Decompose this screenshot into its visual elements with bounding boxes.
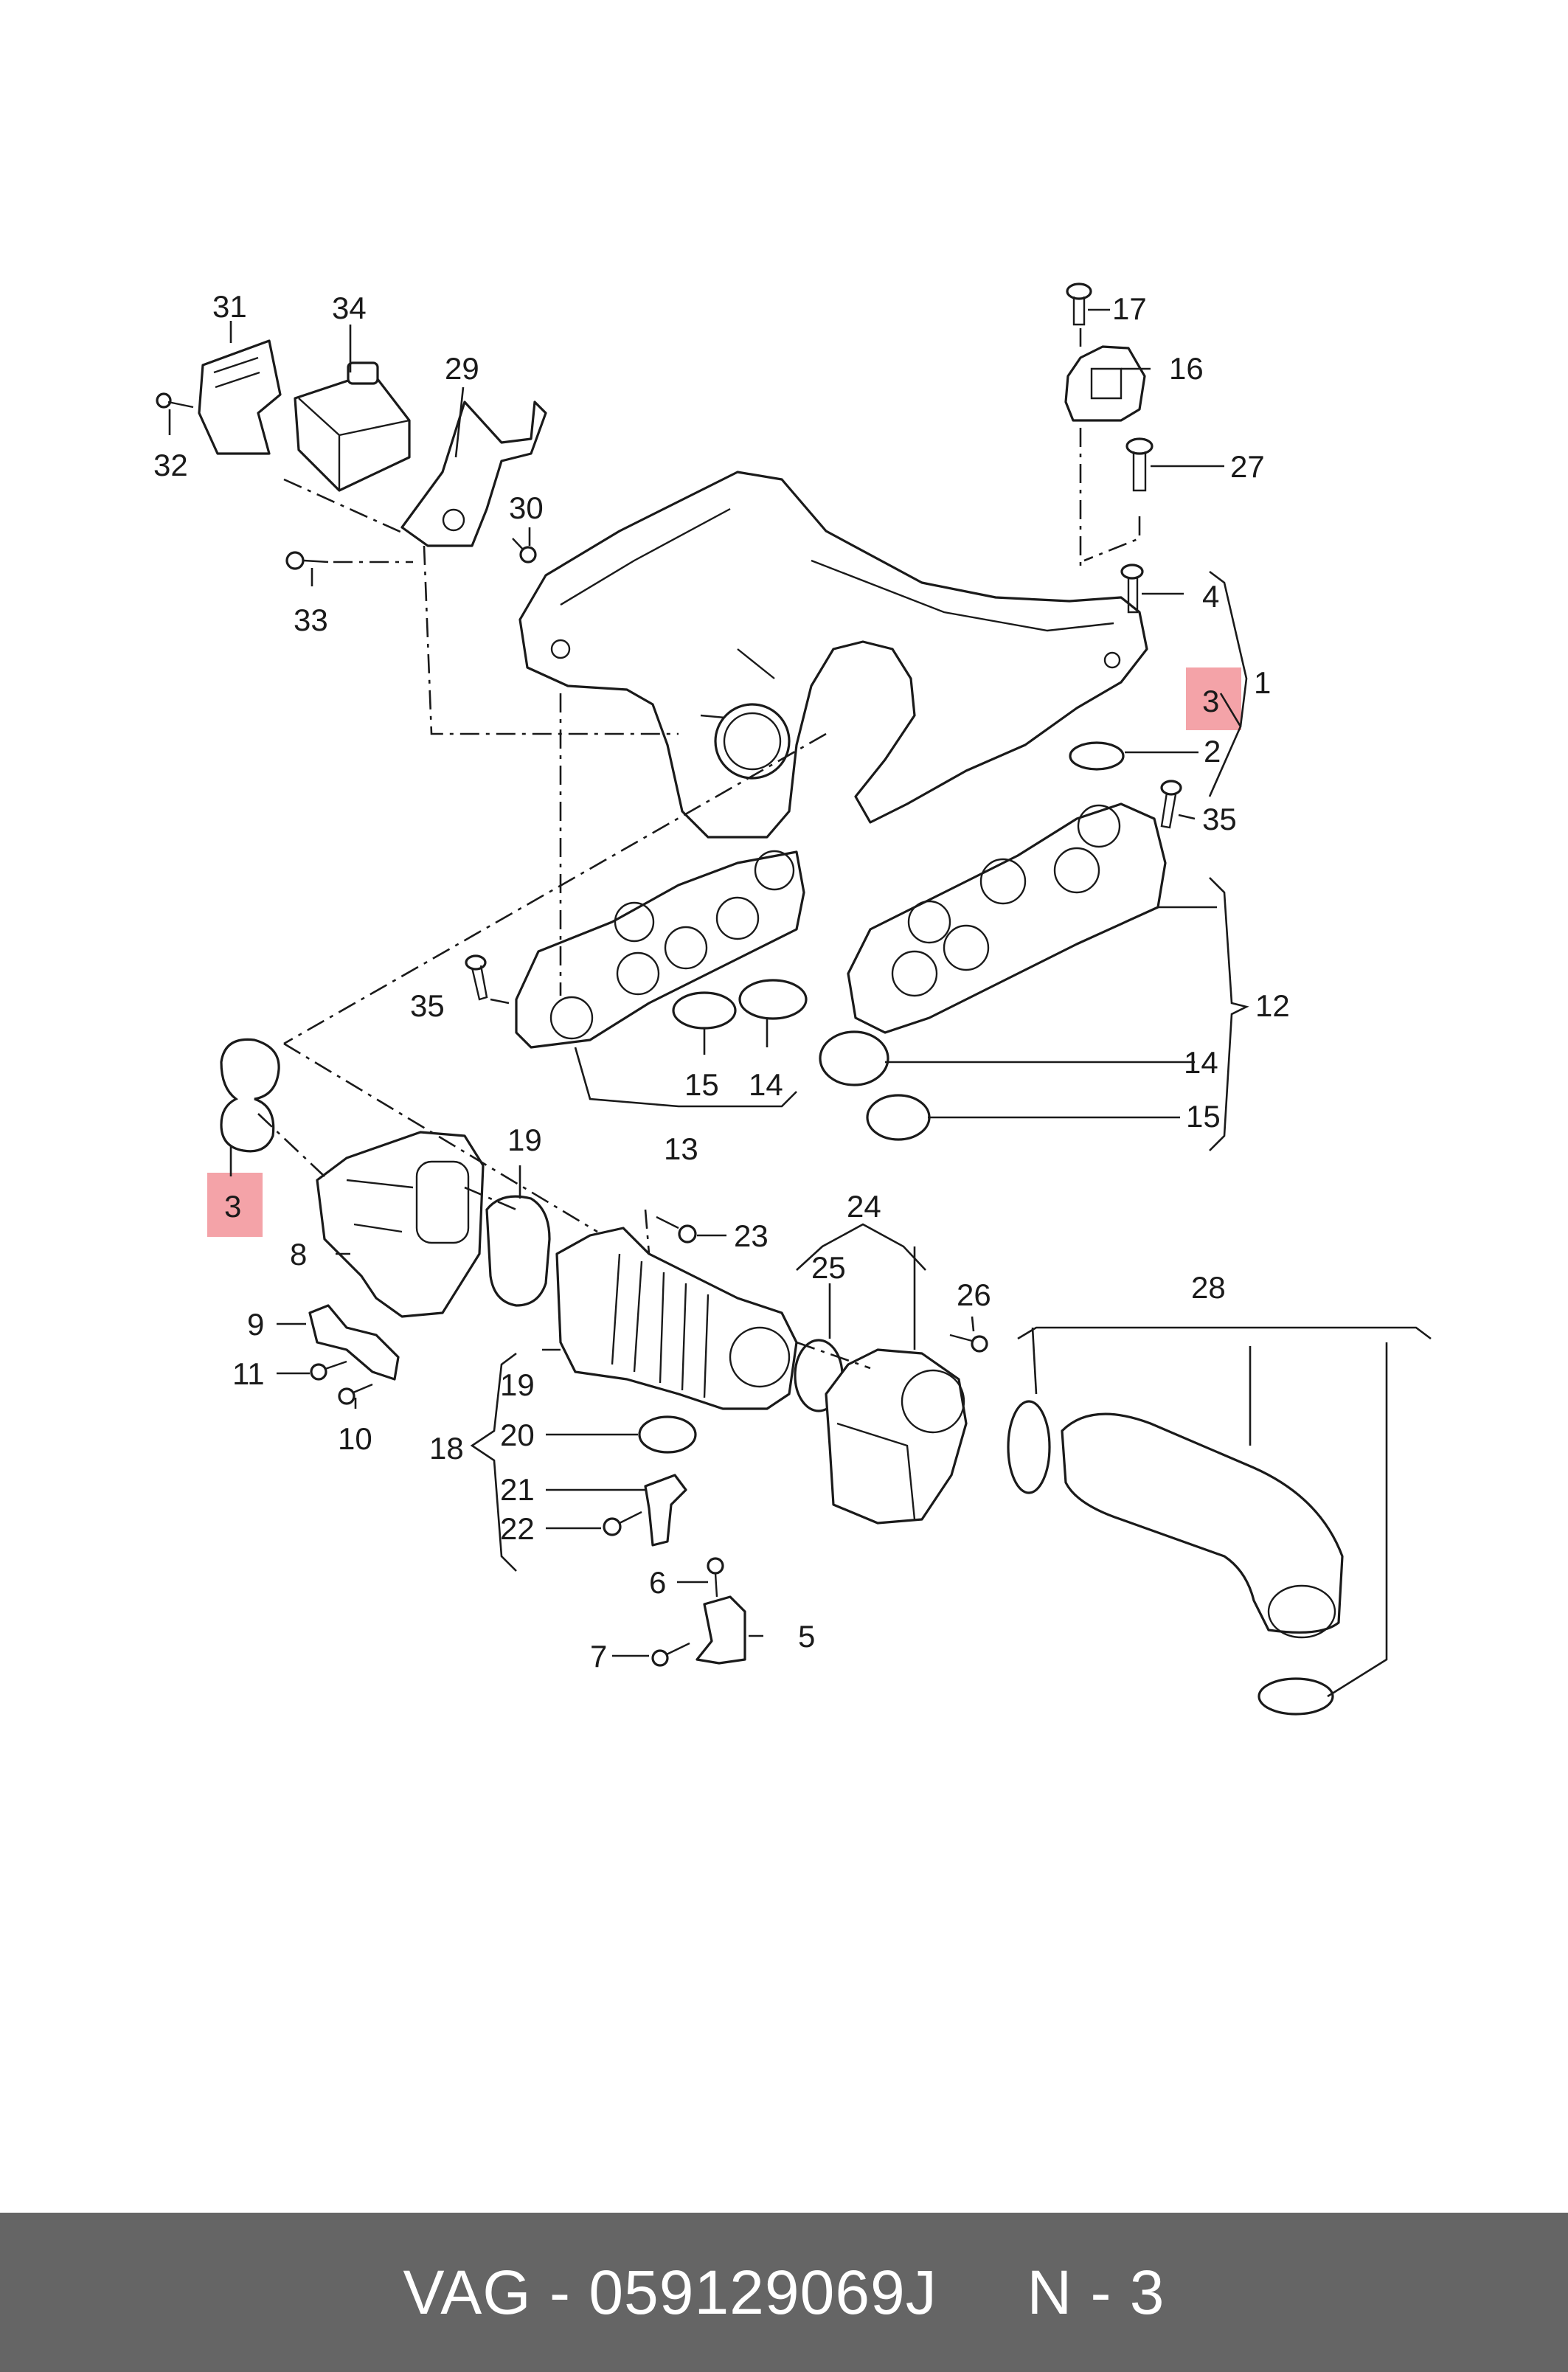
- callout-14-right: 14: [1184, 1045, 1218, 1080]
- part-5-bracket: [695, 1595, 746, 1665]
- part-12-manifold-lower-right: [847, 802, 1167, 1034]
- callout-20: 20: [500, 1418, 535, 1452]
- part-27-bolt: [1125, 437, 1154, 492]
- callout-35-left: 35: [410, 988, 445, 1023]
- part-21-sensor: [644, 1474, 687, 1547]
- part-16-clip: [1064, 345, 1146, 422]
- callout-2: 2: [1204, 734, 1221, 769]
- callout-29: 29: [445, 351, 479, 386]
- part-14-ring-right: [819, 1030, 889, 1086]
- part-10-screw: [338, 1383, 373, 1405]
- callout-7: 7: [590, 1639, 607, 1674]
- construction-lines: [257, 328, 1141, 1370]
- callout-28: 28: [1191, 1270, 1226, 1305]
- callout-19-top: 19: [507, 1123, 542, 1157]
- part-24-throttle-body: [825, 1348, 968, 1525]
- highlight-box-3-left: [207, 1173, 263, 1237]
- callout-30: 30: [509, 490, 544, 525]
- part-11-screw: [310, 1360, 347, 1381]
- callout-25: 25: [811, 1250, 846, 1285]
- part-14-ring-left: [738, 979, 808, 1020]
- callout-22: 22: [500, 1511, 535, 1546]
- callout-27: 27: [1230, 449, 1265, 484]
- callout-32: 32: [153, 448, 188, 482]
- callout-12: 12: [1255, 988, 1290, 1023]
- part-26-screw: [949, 1334, 988, 1353]
- callout-11: 11: [232, 1356, 265, 1391]
- callout-15-left: 15: [684, 1067, 719, 1102]
- callout-19-bottom: 19: [500, 1367, 535, 1402]
- footer-page-ref: N - 3: [1027, 2257, 1165, 2327]
- callout-16: 16: [1169, 351, 1204, 386]
- part-20-ring: [638, 1415, 697, 1454]
- part-29-bracket: [400, 400, 547, 547]
- part-9-bracket: [308, 1304, 400, 1381]
- part-28-hose: [1007, 1400, 1344, 1716]
- leader-lines: [168, 308, 1432, 1698]
- callout-3-right: 3: [1202, 684, 1219, 718]
- part-18-intake-pipe: [555, 1227, 798, 1410]
- part-31-bracket-plate: [198, 339, 282, 455]
- callout-26: 26: [957, 1277, 991, 1312]
- callout-33: 33: [294, 603, 328, 637]
- part-34-control-unit: [294, 361, 411, 492]
- callout-labels: 31 34 29 32 30 33 17 16 27 4 1 3 2 35 12…: [153, 289, 1290, 1674]
- part-8-flap-housing: [316, 1131, 485, 1318]
- part-19-gasket: [485, 1195, 551, 1307]
- callout-8: 8: [290, 1237, 307, 1272]
- callout-13: 13: [664, 1131, 698, 1166]
- highlight-box-3-right: [1186, 667, 1241, 730]
- callout-17: 17: [1112, 291, 1147, 326]
- part-2-seal-ring: [1069, 741, 1125, 771]
- callout-24: 24: [847, 1189, 881, 1224]
- part-22-screw: [603, 1511, 642, 1536]
- callout-34: 34: [332, 291, 367, 325]
- part-33-screw: [285, 551, 329, 570]
- footer-part-number: 059129069J: [589, 2257, 937, 2327]
- footer-spacer: [937, 2257, 1027, 2328]
- footer-brand: VAG: [403, 2257, 532, 2327]
- part-6-screw: [707, 1557, 724, 1598]
- part-32-screw: [156, 392, 194, 409]
- part-35-screw-left: [465, 954, 488, 1001]
- part-15-ring-right: [866, 1094, 931, 1141]
- callout-1: 1: [1254, 665, 1271, 700]
- part-3-gasket: [220, 1038, 280, 1153]
- part-35-screw-right: [1160, 780, 1182, 829]
- part-23-screw: [656, 1216, 697, 1244]
- callout-21: 21: [500, 1472, 535, 1507]
- part-7-screw: [651, 1642, 690, 1667]
- callout-3-left: 3: [224, 1189, 241, 1224]
- callout-4: 4: [1202, 579, 1219, 614]
- part-30-screw: [512, 538, 537, 563]
- callout-6: 6: [649, 1565, 666, 1600]
- callout-5: 5: [798, 1619, 815, 1654]
- callout-35-right: 35: [1202, 802, 1237, 836]
- callout-18: 18: [429, 1431, 464, 1466]
- callout-10: 10: [338, 1421, 372, 1456]
- callout-23: 23: [734, 1218, 769, 1253]
- part-4-screw: [1120, 563, 1144, 614]
- callout-9: 9: [247, 1307, 264, 1342]
- part-number-footer: VAG - 059129069J N - 3: [0, 2213, 1568, 2372]
- part-1-intake-manifold: [518, 471, 1148, 839]
- part-15-ring-left: [672, 991, 737, 1030]
- callout-15-right: 15: [1186, 1099, 1221, 1134]
- footer-separator: -: [531, 2257, 589, 2327]
- exploded-parts-diagram: 31 34 29 32 30 33 17 16 27 4 1 3 2 35 12…: [153, 282, 1432, 1716]
- part-13-manifold-lower-left: [515, 850, 805, 1049]
- callout-31: 31: [212, 289, 247, 324]
- part-17-bolt: [1066, 282, 1092, 326]
- callout-14-left: 14: [749, 1067, 783, 1102]
